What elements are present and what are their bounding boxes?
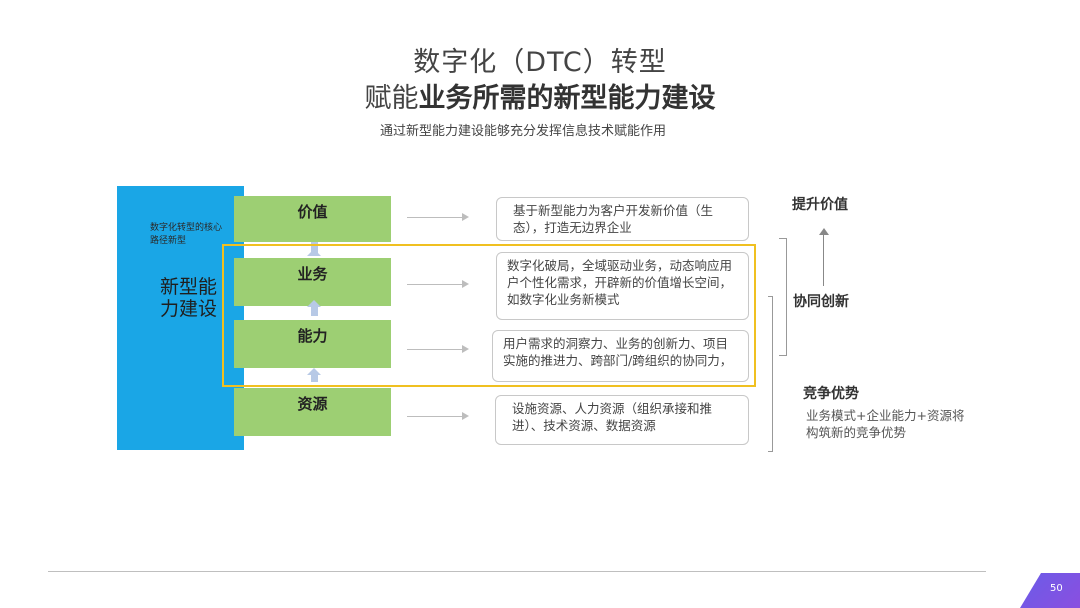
label-competitive-advantage: 竞争优势	[803, 386, 859, 402]
right-arrow-icon	[462, 280, 469, 288]
description-box-capability: 用户需求的洞察力、业务的创新力、项目实施的推进力、跨部门/跨组织的协同力，	[492, 330, 749, 382]
left-column-small-text: 数字化转型的核心路径新型	[150, 223, 223, 246]
layer-label-capability: 能力	[297, 327, 328, 345]
layer-box-business: 业务	[234, 258, 391, 306]
layer-label-value: 价值	[297, 203, 328, 221]
label-collaborative-innovation: 协同创新	[793, 294, 849, 310]
right-arrow-icon	[462, 345, 469, 353]
arrow-line	[407, 217, 462, 218]
arrow-line	[407, 284, 462, 285]
layer-label-resource: 资源	[297, 395, 328, 413]
description-box-business: 数字化破局，全域驱动业务，动态响应用户个性化需求，开辟新的价值增长空间，如数字化…	[496, 252, 749, 320]
up-arrow-icon	[819, 228, 829, 235]
up-arrow-icon	[307, 249, 321, 256]
arrow-line	[407, 416, 462, 417]
title-line-2-bold: 业务所需的新型能力建设	[418, 83, 716, 114]
left-column-big-text: 新型能力建设	[160, 276, 218, 320]
arrow-line	[407, 349, 462, 350]
title-line-2: 赋能业务所需的新型能力建设	[0, 76, 1080, 115]
up-arrow-line	[823, 232, 824, 286]
right-arrow-icon	[462, 213, 469, 221]
title-line-1: 数字化（DTC）转型	[413, 47, 667, 78]
label-improve-value: 提升价值	[792, 197, 848, 213]
page-number: 50	[1050, 583, 1063, 594]
footer-divider	[48, 571, 986, 572]
layer-label-business: 业务	[297, 265, 328, 283]
layer-box-resource: 资源	[234, 388, 391, 436]
competitive-advantage-description: 业务模式+企业能力+资源将构筑新的竞争优势	[806, 408, 965, 440]
bracket-lower	[768, 296, 773, 452]
description-box-value: 基于新型能力为客户开发新价值（生态），打造无边界企业	[496, 197, 749, 241]
up-arrow-stem-2	[311, 307, 318, 316]
subtitle: 通过新型能力建设能够充分发挥信息技术赋能作用	[380, 124, 667, 139]
up-arrow-icon	[307, 368, 321, 375]
layer-box-value: 价值	[234, 196, 391, 242]
up-arrow-icon	[307, 300, 321, 307]
title-line-2-prefix: 赋能	[364, 83, 419, 114]
description-box-resource: 设施资源、人力资源（组织承接和推进）、技术资源、数据资源	[495, 395, 749, 445]
bracket-upper	[779, 238, 787, 356]
layer-box-capability: 能力	[234, 320, 391, 368]
right-arrow-icon	[462, 412, 469, 420]
highlight-frame	[222, 244, 756, 387]
up-arrow-stem-3	[311, 375, 318, 382]
